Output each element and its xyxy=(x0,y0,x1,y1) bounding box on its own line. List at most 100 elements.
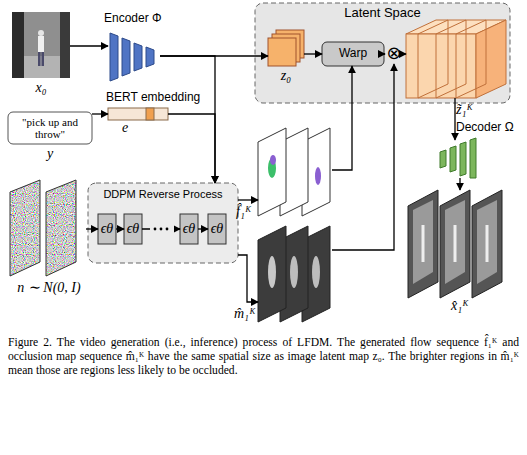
latent-space-region xyxy=(255,3,510,103)
noise-texture xyxy=(10,180,40,276)
occlusion-frame xyxy=(258,226,286,322)
person-leg xyxy=(42,52,45,66)
output-video: x̂₁ᴷ xyxy=(408,190,512,298)
node-label: Latent Space xyxy=(255,6,510,21)
person-leg xyxy=(38,52,41,66)
node-label: Warp xyxy=(322,47,384,61)
noise-frame xyxy=(46,180,76,276)
embedding-cell xyxy=(146,108,154,120)
output-person xyxy=(454,225,457,262)
noise-frame-border xyxy=(10,180,40,276)
occlusion-bright-region xyxy=(312,256,320,288)
flow-arrow xyxy=(238,199,258,200)
flow-blob xyxy=(315,167,321,185)
occlusion-bright-region xyxy=(290,256,298,288)
flow-arrow xyxy=(198,228,208,229)
flow-sequence-symbol xyxy=(258,128,330,216)
flow-frame xyxy=(258,128,286,216)
multiply-operator: ⊗ xyxy=(385,44,403,64)
warp-box: Warp xyxy=(322,42,384,66)
input-frame xyxy=(12,12,70,78)
node-label: f̂₁ᴷ xyxy=(236,204,258,220)
connectors xyxy=(70,46,460,302)
node-label: "pick up and throw" xyxy=(8,116,92,140)
ellipsis-dot xyxy=(160,228,163,231)
decoder-layer xyxy=(450,146,456,172)
flow-arrow xyxy=(70,45,108,46)
denoiser-box: ϵθ xyxy=(180,214,198,244)
flow-arrow xyxy=(304,53,322,54)
output-video-symbol xyxy=(408,190,502,298)
person-head xyxy=(38,30,44,36)
node-label: z̃₁ᴷ xyxy=(456,102,486,118)
occlusion-sequence-symbol xyxy=(258,226,330,322)
flow-arrow xyxy=(454,98,455,140)
node-label: Decoder Ω xyxy=(456,121,524,135)
encoder-layer xyxy=(122,38,130,76)
output-frame-inner xyxy=(477,200,497,284)
output-frame xyxy=(440,190,470,298)
node-label: n ∼ N(0, I) xyxy=(4,280,94,296)
output-frame xyxy=(472,190,502,298)
flow-arrow xyxy=(116,228,124,229)
flow-arrow xyxy=(142,228,180,229)
flow-arrow xyxy=(332,64,394,250)
warped-latent: z̃₁ᴷ xyxy=(406,20,506,98)
decoder-layer xyxy=(470,138,476,178)
flow-arrow xyxy=(160,55,268,56)
node-label: Encoder Φ xyxy=(104,12,176,26)
encoder: Encoder Φ xyxy=(108,32,160,82)
denoiser-box: ϵθ xyxy=(208,214,226,244)
output-frame xyxy=(408,190,438,298)
node-label: m̂₁ᴷ xyxy=(234,306,258,322)
node-label: ⊗ xyxy=(383,44,405,62)
flow-arrow xyxy=(86,228,98,229)
ddpm-region xyxy=(88,183,238,263)
node-label: ϵθ xyxy=(122,221,144,237)
node-label: ϵθ xyxy=(206,221,228,237)
flow-blob xyxy=(270,155,276,165)
flow-arrow xyxy=(332,66,352,170)
text-prompt: "pick up and throw"y xyxy=(8,112,92,144)
output-person xyxy=(486,225,489,262)
occlusion-bright-region xyxy=(268,256,276,288)
frame-wall xyxy=(60,12,70,78)
noise-frame xyxy=(10,180,40,276)
encoder-layer xyxy=(146,47,154,67)
noise-input: n ∼ N(0, I) xyxy=(8,180,86,276)
output-frame-inner xyxy=(445,200,465,284)
decoder-symbol xyxy=(440,138,476,178)
latent-map: z₀ xyxy=(268,30,304,66)
flow-arrow xyxy=(238,255,258,302)
node-label: DDPM Reverse Process xyxy=(88,188,238,201)
node-sublabel: e xyxy=(122,120,142,136)
prompt-box xyxy=(8,112,92,144)
decoder: Decoder Ω xyxy=(438,140,482,178)
node-label: ϵθ xyxy=(96,221,118,237)
output-frame-inner xyxy=(413,200,433,284)
flow-arrow xyxy=(160,56,215,183)
bert-embedding: BERT embeddinge xyxy=(108,108,168,120)
flow-arrow xyxy=(168,114,215,183)
latent-slice xyxy=(418,20,448,98)
flow-sequence: f̂₁ᴷ xyxy=(258,128,332,216)
embedding-bar xyxy=(108,108,168,120)
flow-arrow xyxy=(459,178,460,190)
decoder-layer xyxy=(440,150,446,168)
input-image: x₀ xyxy=(12,12,70,78)
ellipsis-backdrop xyxy=(150,224,174,234)
person-body xyxy=(38,36,44,52)
node-label: BERT embedding xyxy=(106,91,216,105)
encoder-layer xyxy=(134,43,142,71)
node-label: z₀ xyxy=(268,68,304,84)
noise-frame-border xyxy=(46,180,76,276)
ellipsis-dot xyxy=(154,228,157,231)
output-person xyxy=(422,225,425,262)
warp-box xyxy=(322,42,384,66)
denoiser-box: ϵθ xyxy=(98,214,116,244)
flow-arrow xyxy=(92,113,108,114)
